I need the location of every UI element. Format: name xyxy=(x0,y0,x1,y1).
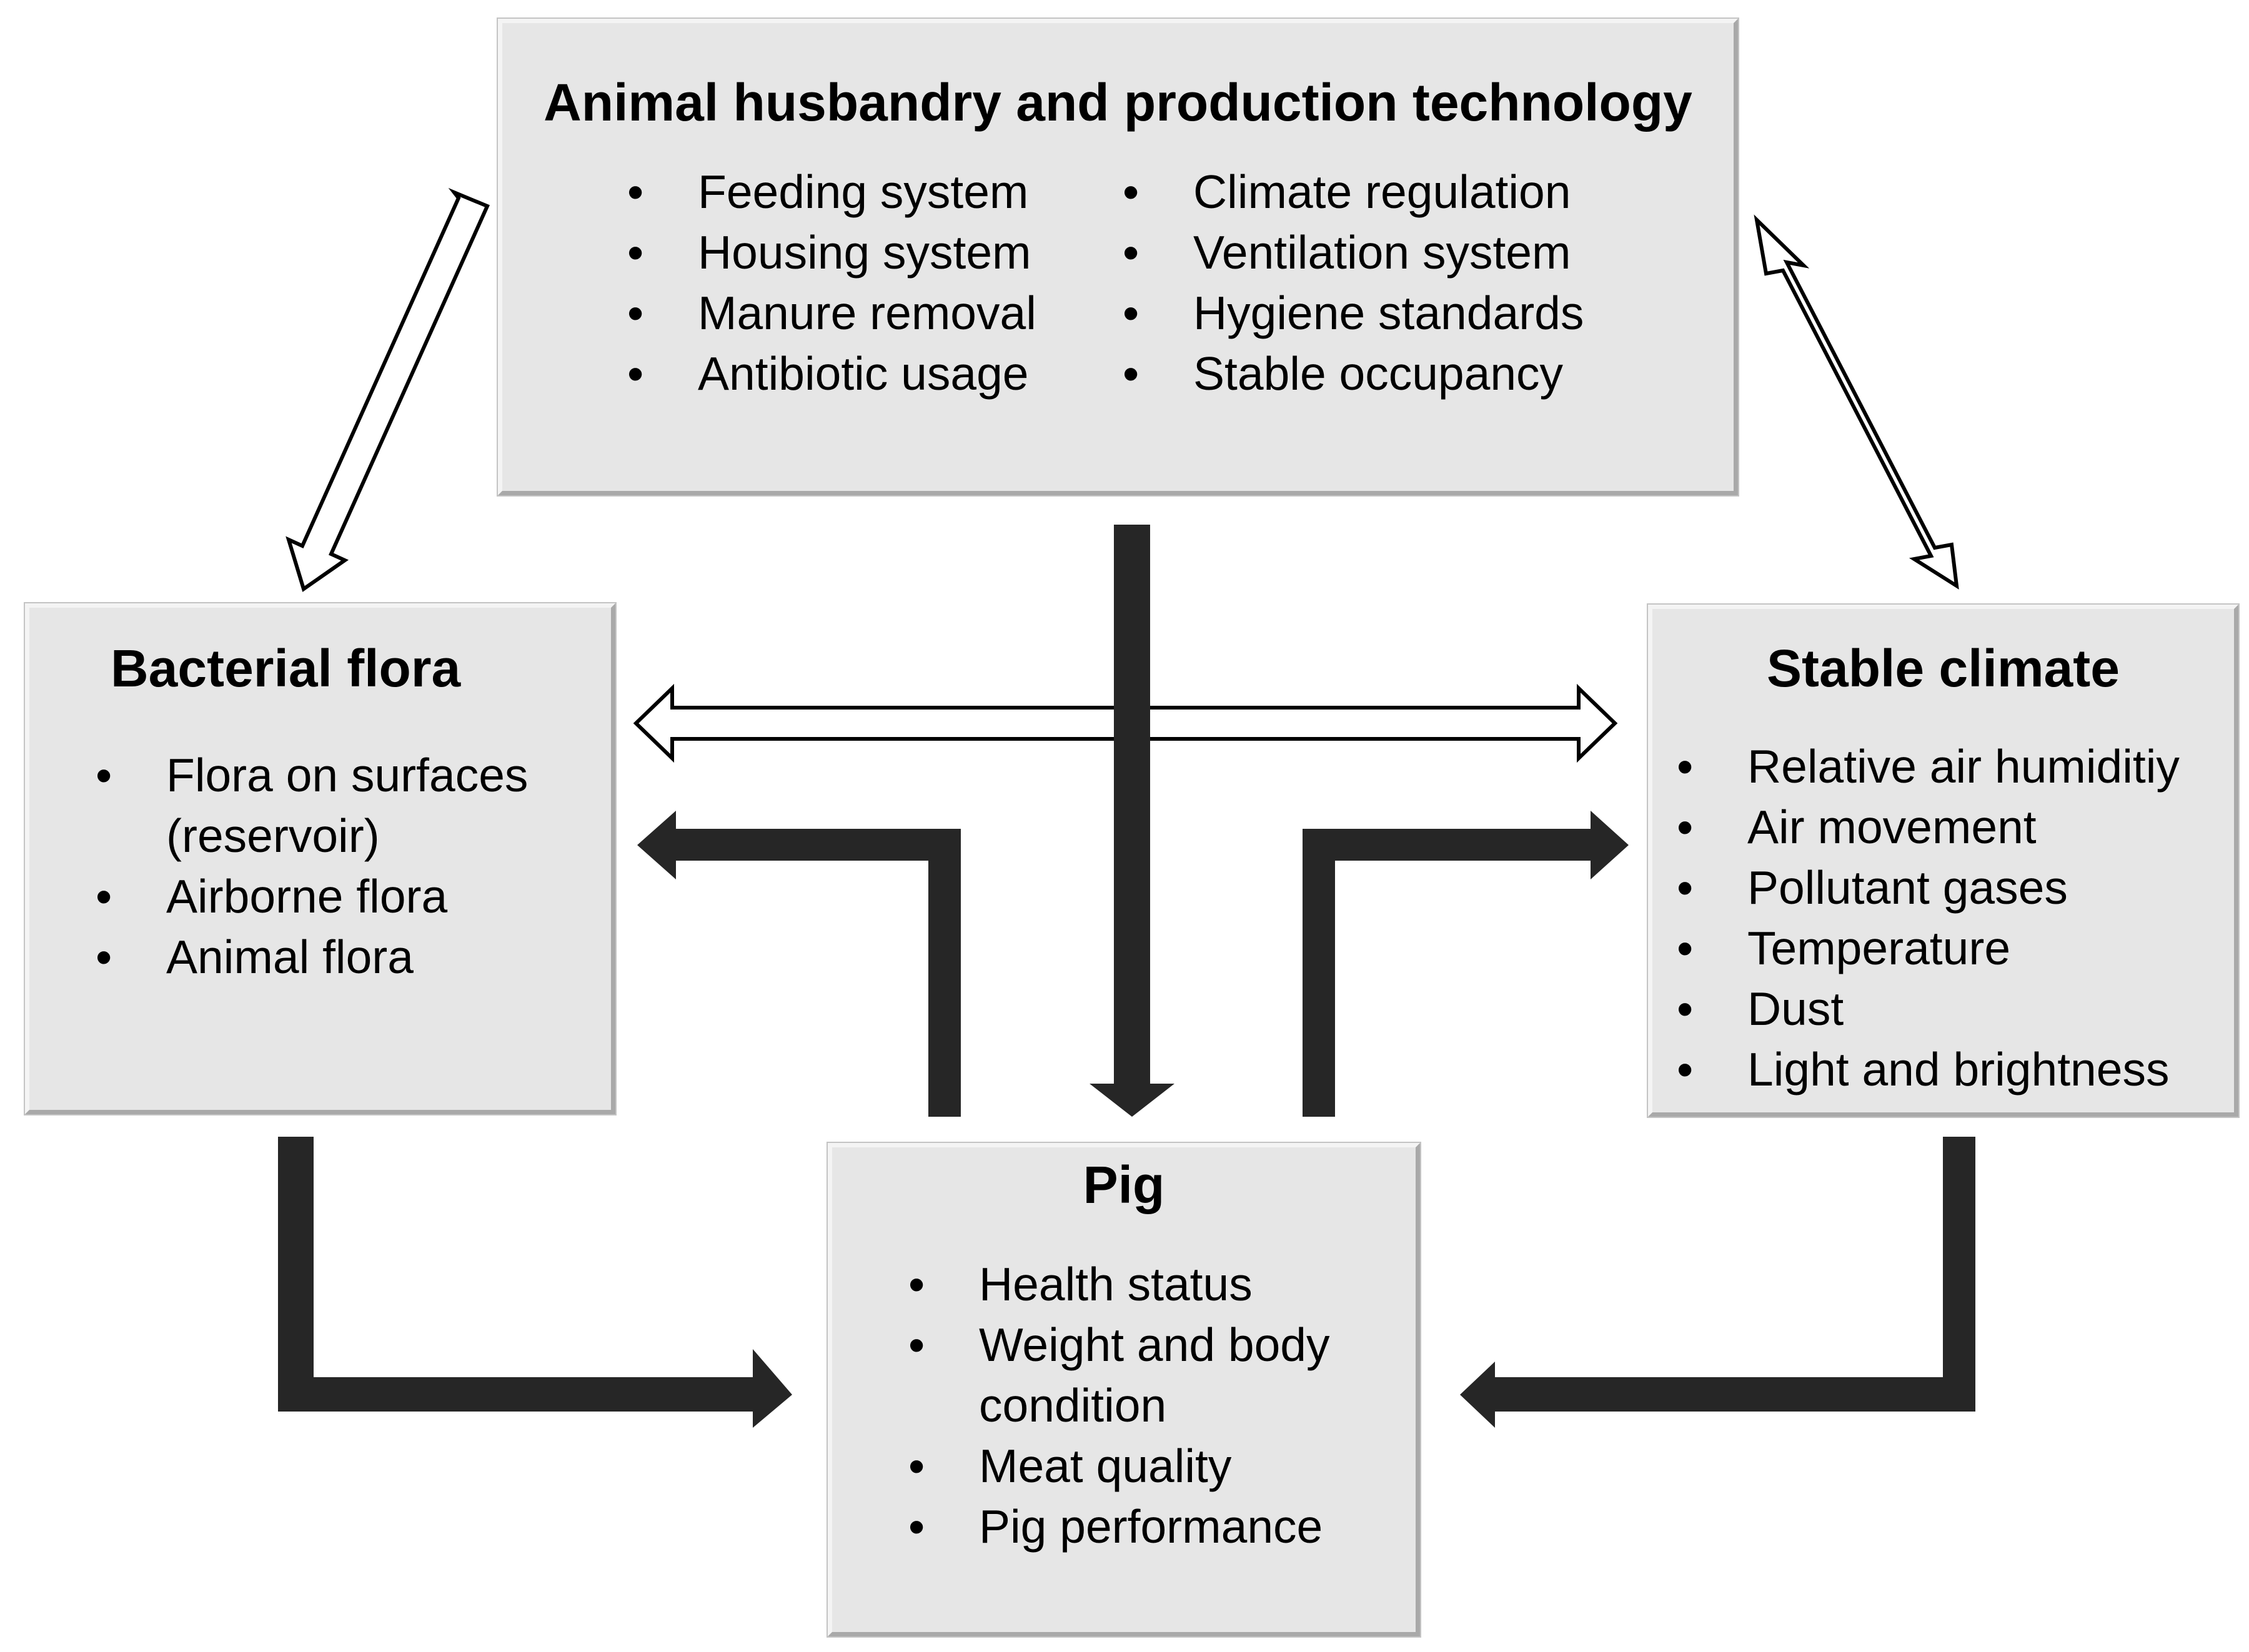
bacterial-flora-title: Bacterial flora xyxy=(111,639,461,698)
list-item: •Ventilation system xyxy=(1123,226,1571,279)
husbandry-title: Animal husbandry and production technolo… xyxy=(544,73,1692,132)
husbandry-to-bacterial-arrow xyxy=(285,187,490,592)
list-item: •Temperature xyxy=(1677,922,2011,974)
stable-climate-list: •Relative air humiditiy •Air movement •P… xyxy=(1677,736,2180,1100)
list-item-continuation: (reservoir) xyxy=(166,809,380,862)
bacterial-to-pig-arrow xyxy=(278,1137,792,1428)
pig-list: •Health status •Weight and body conditio… xyxy=(908,1254,1330,1557)
husbandry-right-list: •Climate regulation •Ventilation system … xyxy=(1123,162,1584,404)
list-item: •Hygiene standards xyxy=(1123,287,1584,339)
husbandry-to-pig-arrow xyxy=(1090,525,1174,1117)
stable-climate-title: Stable climate xyxy=(1767,639,2120,698)
bacterial-flora-list: •Flora on surfaces (reservoir) •Airborne… xyxy=(96,745,528,987)
list-item: •Animal flora xyxy=(96,931,414,983)
list-item: •Pig performance xyxy=(908,1500,1323,1553)
list-item: •Light and brightness xyxy=(1677,1043,2170,1096)
list-item: •Flora on surfaces xyxy=(96,749,529,801)
bacterial-flora-box: Bacterial flora •Flora on surfaces (rese… xyxy=(24,602,617,1115)
list-item: •Dust xyxy=(1677,982,1844,1035)
list-item: •Airborne flora xyxy=(96,870,448,922)
list-item: •Weight and body xyxy=(908,1318,1330,1371)
husbandry-box: Animal husbandry and production technolo… xyxy=(497,17,1739,497)
list-item: •Housing system xyxy=(627,226,1031,279)
husbandry-climate-double-arrow xyxy=(1754,214,1959,590)
stable-climate-box: Stable climate •Relative air humiditiy •… xyxy=(1647,603,2240,1118)
husbandry-left-list: •Feeding system •Housing system •Manure … xyxy=(627,162,1036,404)
list-item: •Air movement xyxy=(1677,801,2037,853)
pig-to-bacterial-arrow xyxy=(637,811,961,1117)
list-item-continuation: condition xyxy=(979,1379,1167,1432)
list-item: •Meat quality xyxy=(908,1440,1232,1492)
list-item: •Antibiotic usage xyxy=(627,347,1029,400)
list-item: •Stable occupancy xyxy=(1123,347,1564,400)
list-item: •Climate regulation xyxy=(1123,166,1571,218)
pig-title: Pig xyxy=(1083,1155,1165,1214)
list-item: •Health status xyxy=(908,1258,1253,1310)
list-item: •Relative air humiditiy xyxy=(1677,740,2180,793)
list-item: •Pollutant gases xyxy=(1677,861,2068,914)
pig-to-climate-arrow xyxy=(1303,811,1629,1117)
list-item: •Feeding system xyxy=(627,166,1029,218)
climate-to-pig-arrow xyxy=(1460,1137,1975,1428)
pig-box: Pig •Health status •Weight and body cond… xyxy=(827,1142,1421,1638)
list-item: •Manure removal xyxy=(627,287,1036,339)
